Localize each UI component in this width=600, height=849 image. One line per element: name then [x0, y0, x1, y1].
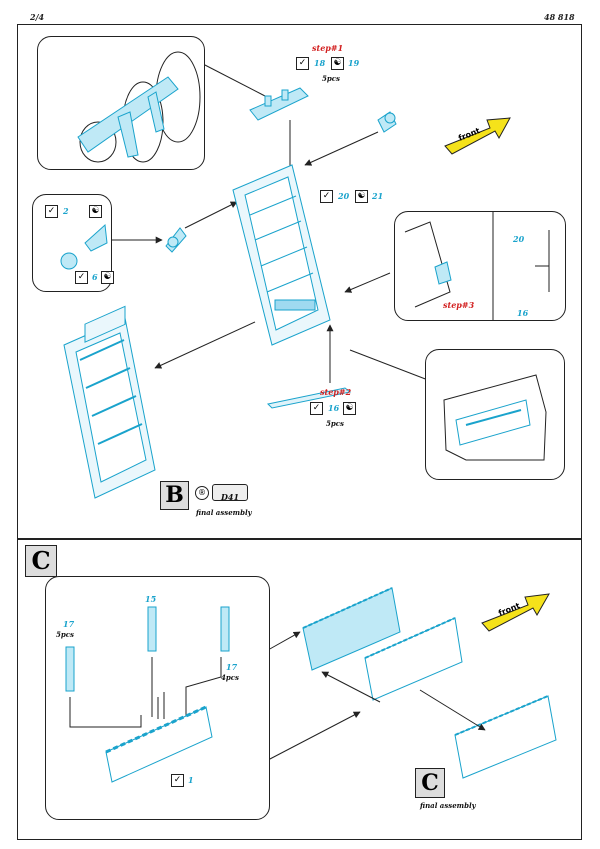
part-number: 21	[372, 191, 384, 201]
leader-line	[349, 349, 436, 386]
part-number: 16	[328, 403, 340, 413]
check-icon: ✓	[171, 774, 184, 787]
detail-callout-left: ✓ 2 ☯ ✓ 6 ☯	[32, 194, 114, 292]
assembled-rack	[63, 305, 156, 499]
detail-artwork	[65, 606, 230, 783]
quantity-label: 5pcs	[322, 74, 340, 83]
part-number: 20	[513, 234, 525, 244]
section-b-label: B	[160, 481, 189, 510]
detail-artwork	[77, 51, 201, 163]
part-number: 16	[517, 308, 529, 318]
part-number: 6	[92, 272, 98, 282]
section-c-caption: final assembly	[420, 801, 476, 810]
part-number: 17	[226, 662, 238, 672]
detail-callout-top-left	[37, 36, 205, 170]
hinge-part	[377, 111, 397, 133]
leader-line	[267, 631, 301, 651]
section-c-frame	[17, 538, 582, 840]
yin-yang-icon: ☯	[343, 402, 356, 415]
part-number: 20	[338, 191, 350, 201]
quantity-label: 5pcs	[326, 419, 344, 428]
storage-rack-part	[364, 617, 463, 701]
leader-line	[321, 671, 381, 703]
section-b-caption: final assembly	[196, 508, 252, 517]
check-icon: ✓	[75, 271, 88, 284]
leader-line	[304, 131, 379, 166]
leader-line	[202, 63, 266, 97]
section-b-frame	[17, 24, 582, 540]
part-number: 1	[188, 775, 194, 785]
decal-code-box: D41	[212, 484, 248, 502]
detail-artwork	[60, 223, 108, 270]
decal-code: D41	[220, 492, 240, 502]
page-number: 2/4	[30, 12, 45, 22]
yin-yang-icon: ☯	[355, 190, 368, 203]
step2-title: step#2	[320, 387, 352, 397]
detail-artwork	[443, 374, 547, 461]
leader-line	[267, 711, 361, 761]
section-c-label: C	[25, 545, 57, 577]
detail-callout-c: 17 5pcs 15 17 4pcs ✓ 1	[45, 576, 270, 820]
front-arrow	[481, 593, 550, 632]
step1-part	[249, 87, 309, 121]
detail-artwork	[404, 212, 550, 320]
leader-line	[344, 272, 391, 293]
part-number: 15	[145, 594, 157, 604]
check-icon: ✓	[320, 190, 333, 203]
part-number: 17	[63, 619, 75, 629]
yin-yang-icon: ☯	[101, 271, 114, 284]
registered-icon: ®	[195, 486, 209, 500]
step3-title: step#3	[443, 300, 475, 310]
storage-rack-part	[302, 587, 401, 671]
hinge-part	[165, 227, 187, 253]
leader-line	[184, 201, 238, 229]
detail-callout-step3: step#3 20 16	[394, 211, 566, 321]
part-number: 2	[63, 206, 69, 216]
rack-frame	[232, 164, 331, 346]
front-arrow	[444, 117, 511, 155]
check-icon: ✓	[296, 57, 309, 70]
detail-callout-bottom-right	[425, 349, 565, 480]
step1-title: step#1	[312, 43, 344, 53]
yin-yang-icon: ☯	[89, 205, 102, 218]
part-number: 18	[314, 58, 326, 68]
check-icon: ✓	[310, 402, 323, 415]
leader-line	[419, 689, 486, 731]
leader-line	[154, 321, 256, 369]
step2-part	[266, 387, 352, 409]
kit-code: 48 818	[544, 12, 575, 22]
part-number: 19	[348, 58, 360, 68]
yin-yang-icon: ☯	[331, 57, 344, 70]
check-icon: ✓	[45, 205, 58, 218]
quantity-label: 5pcs	[56, 630, 74, 639]
section-c-final-label: C	[415, 768, 445, 798]
storage-rack-part	[454, 695, 557, 779]
quantity-label: 4pcs	[221, 673, 239, 682]
